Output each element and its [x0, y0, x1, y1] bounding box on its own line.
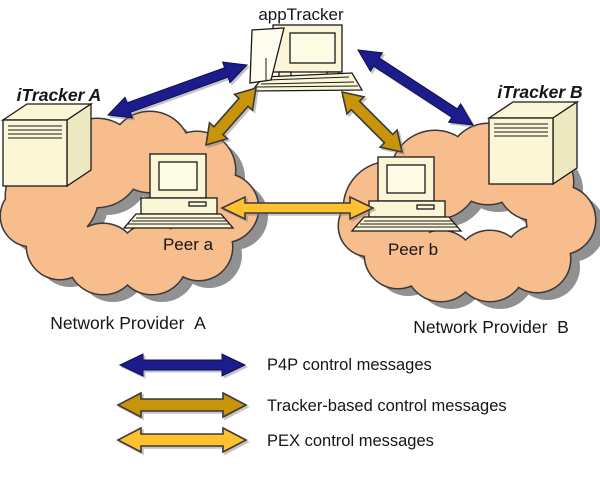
legend-label-pex: PEX control messages [267, 432, 434, 450]
legend-item-tracker: Tracker-based control messages [116, 391, 507, 419]
pex-legend-arrow-icon [116, 426, 248, 454]
apptracker-label: appTracker [258, 5, 344, 24]
p4p-arrow-apptracker-itracker-b [357, 49, 474, 126]
itracker-b-server-icon [488, 101, 578, 185]
tracker-arrow-apptracker-peer-a [205, 86, 257, 147]
legend-item-pex: PEX control messages [116, 426, 434, 454]
apptracker-computer-icon [249, 24, 364, 92]
legend-label-p4p: P4P control messages [267, 356, 432, 374]
tracker-arrow-apptracker-peer-b [340, 90, 404, 154]
itracker-a-label: iTracker A [17, 85, 102, 105]
pex-arrow-peer-a-peer-b [220, 195, 375, 221]
legend-item-p4p: P4P control messages [118, 353, 432, 377]
legend: P4P control messages Tracker-based contr… [116, 353, 507, 454]
network-provider-a-label: Network Provider A [50, 313, 206, 333]
p4p-arrow-itracker-a-apptracker [106, 61, 249, 119]
p4p-legend-arrow-icon [118, 353, 247, 377]
peer-b-label: Peer b [388, 240, 438, 259]
legend-label-tracker: Tracker-based control messages [267, 397, 507, 415]
open-panel [249, 27, 285, 84]
itracker-b-label: iTracker B [497, 82, 582, 102]
peer-a-label: Peer a [163, 235, 214, 254]
network-provider-b-label: Network Provider B [413, 317, 569, 337]
itracker-a-server-icon [2, 103, 92, 187]
tracker-legend-arrow-icon [116, 391, 248, 419]
